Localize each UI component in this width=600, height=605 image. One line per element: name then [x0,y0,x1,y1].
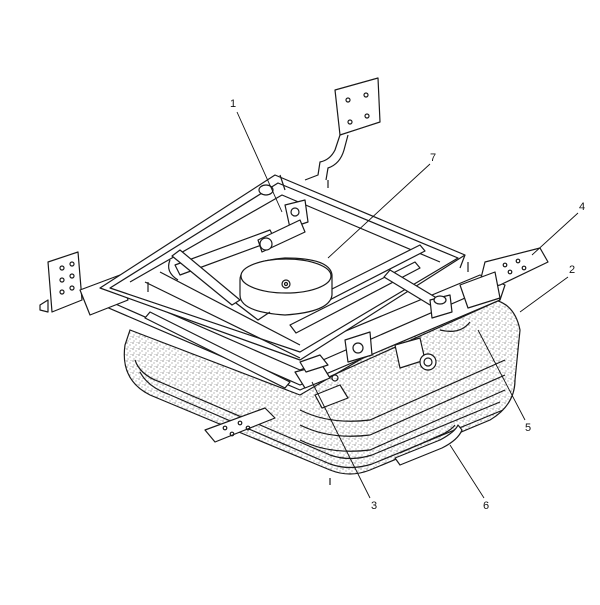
leader-7 [327,163,431,259]
studs [147,180,469,485]
callout-5: 5 [524,422,532,434]
leader-4 [531,212,579,256]
leader-6 [449,444,485,499]
callout-4: 4 [578,201,586,213]
scissor-arms [168,229,441,309]
leader-3 [311,381,371,499]
right-mounting-bracket [459,247,549,309]
callout-7: 7 [429,152,437,164]
front-bottom-bracket [204,407,276,443]
left-mounting-bracket [39,251,129,316]
leader-2 [519,276,569,313]
callout-2: 2 [568,264,576,276]
leader-5 [477,329,526,421]
callout-1: 1 [229,98,237,110]
leader-1 [236,111,283,213]
callout-6: 6 [482,500,490,512]
handle [394,424,463,466]
callout-3: 3 [370,500,378,512]
front-lever [294,354,349,409]
damper-linkage [257,184,309,253]
foam-cushion [123,294,521,475]
leader-lines [236,111,579,499]
pivot-housing [231,257,333,321]
rear-upright-bracket [304,77,381,181]
valve-assembly [344,294,471,371]
